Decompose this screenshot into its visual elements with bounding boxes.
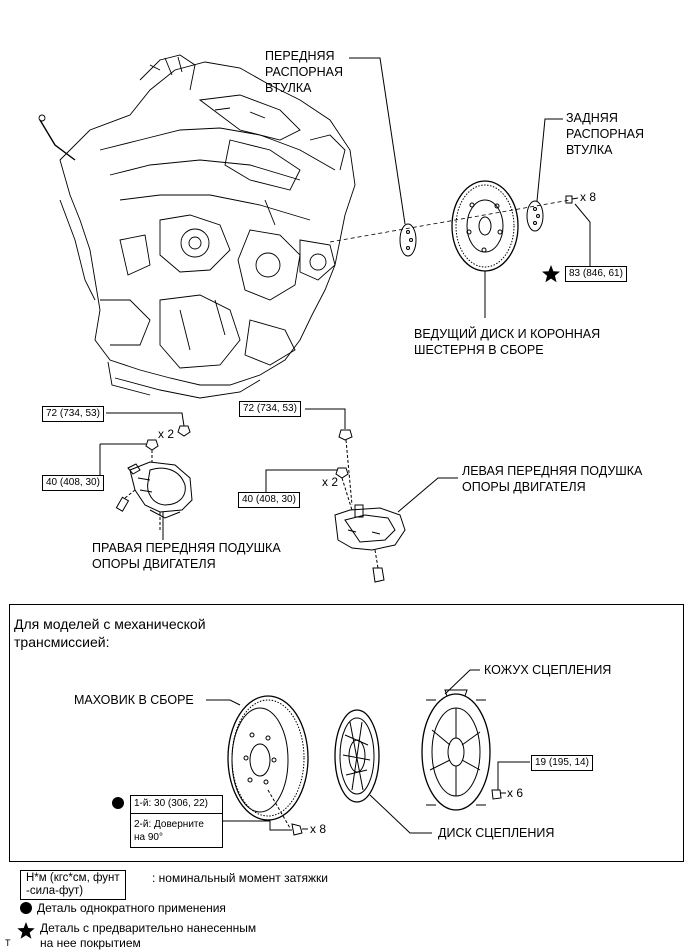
drive-plate-bolt-torque: 83 (846, 61) (565, 266, 627, 282)
corner-mark: T (5, 938, 11, 948)
filled-circle-icon (20, 902, 32, 914)
right-mount-nut-bottom (145, 439, 159, 462)
left-mount-nut-bottom-torque: 40 (408, 30) (238, 492, 300, 508)
rear-spacer-part (526, 200, 544, 232)
torque-key-text: : номинальный момент затяжки (152, 871, 328, 885)
star-icon (542, 265, 560, 283)
left-mount-nut-bottom (335, 467, 353, 511)
clutch-cover-bolt-qty: x 6 (507, 786, 524, 800)
torque-key-box: Н*м (кгс*см, фунт -сила-фут) (20, 870, 126, 900)
precoated-legend-text: Деталь с предварительно нанесенным на не… (40, 921, 257, 950)
clutch-cover-part (421, 689, 491, 811)
clutch-cover-bolt-part (491, 789, 506, 800)
right-mount-nut-bottom-torque: 40 (408, 30) (42, 475, 104, 491)
front-spacer-leader (349, 57, 406, 225)
right-mount-nut-top-leader (106, 412, 185, 427)
flywheel-part (227, 695, 309, 821)
right-mount-qty: x 2 (158, 427, 175, 441)
front-spacer-part (399, 223, 417, 257)
drive-plate-bolt-leader (574, 203, 591, 266)
right-mount-nut-top (177, 425, 191, 437)
flywheel-label: МАХОВИК В СБОРЕ (74, 693, 194, 707)
flywheel-bolt-leader (221, 820, 292, 831)
clutch-cover-leader (444, 669, 480, 695)
clutch-cover-label: КОЖУХ СЦЕПЛЕНИЯ (484, 663, 612, 677)
rear-spacer-leader (536, 118, 563, 202)
manual-transmission-panel (9, 604, 684, 862)
left-mount-nut-top-torque: 72 (734, 53) (239, 401, 301, 417)
left-mount-leader (397, 477, 458, 513)
drive-plate-bolt-part (565, 195, 579, 204)
left-mount-nut-top (338, 429, 353, 506)
clutch-disc-leader (369, 794, 432, 834)
clutch-disc-part (334, 709, 380, 803)
clutch-disc-label: ДИСК СЦЕПЛЕНИЯ (438, 826, 555, 840)
left-mount-label: ЛЕВАЯ ПЕРЕДНЯЯ ПОДУШКА ОПОРЫ ДВИГАТЕЛЯ (462, 464, 643, 494)
left-mount-part (334, 504, 406, 583)
clutch-cover-bolt-leader (497, 761, 530, 790)
drive-plate-label: ВЕДУЩИЙ ДИСК И КОРОННАЯ ШЕСТЕРНЯ В СБОРЕ (414, 327, 601, 357)
left-mount-nut-bottom-leader (265, 469, 337, 492)
engine-illustration (38, 54, 356, 399)
non-reusable-legend-text: Деталь однократного применения (37, 901, 226, 915)
flywheel-bolt-part (267, 789, 308, 836)
panel-title: Для моделей с механической трансмиссией: (14, 616, 206, 650)
drive-plate-bolt-qty: x 8 (580, 190, 597, 204)
flywheel-bolt-torque: 1-й: 30 (306, 22) 2-й: Доверните на 90° (130, 795, 223, 848)
right-mount-part (115, 461, 193, 530)
star-icon (17, 922, 35, 939)
left-mount-qty: x 2 (322, 475, 339, 489)
clutch-cover-bolt-torque: 19 (195, 14) (531, 755, 593, 771)
front-spacer-label: ПЕРЕДНЯЯ РАСПОРНАЯ ВТУЛКА (265, 49, 344, 95)
right-mount-nut-top-torque: 72 (734, 53) (42, 406, 104, 422)
flywheel-leader (206, 699, 241, 706)
flywheel-bolt-qty: x 8 (310, 822, 327, 836)
left-mount-nut-top-leader (305, 408, 346, 429)
assembly-axis-line (329, 199, 571, 243)
right-mount-label: ПРАВАЯ ПЕРЕДНЯЯ ПОДУШКА ОПОРЫ ДВИГАТЕЛЯ (92, 541, 281, 571)
filled-circle-icon (112, 797, 124, 809)
rear-spacer-label: ЗАДНЯЯ РАСПОРНАЯ ВТУЛКА (566, 111, 645, 157)
